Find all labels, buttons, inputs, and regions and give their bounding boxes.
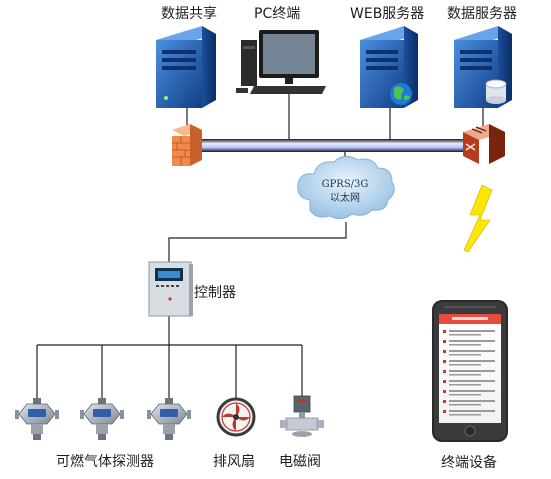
firewall-icon [172,124,202,166]
controller-label: 控制器 [194,285,236,301]
connection-lines [36,92,484,398]
pc-terminal-label: PC终端 [254,6,301,22]
network-bus [195,139,475,152]
wireless-lightning-icon [463,184,493,253]
solenoid-valve-label: 电磁阀 [279,454,321,470]
data-server-icon [454,26,512,108]
controller-icon [148,261,193,317]
cloud-label-line2: 以太网 [330,191,360,204]
data-server-label: 数据服务器 [447,6,517,22]
data-share-label: 数据共享 [161,6,217,22]
gas-detector-icon [80,398,124,440]
detectors-label: 可燃气体探测器 [56,454,154,470]
gas-detector-icon [15,398,59,440]
web-server-label: WEB服务器 [350,6,425,22]
solenoid-valve-icon [280,395,324,437]
web-server-icon [360,26,418,108]
exhaust-fan-icon [216,397,256,437]
exhaust-fan-label: 排风扇 [213,454,255,470]
pc-terminal-icon [236,30,326,94]
cloud-label-line1: GPRS/3G [322,179,369,190]
data-share-server-icon [156,26,216,108]
mobile-phone-icon [432,300,508,442]
mobile-device-label: 终端设备 [441,455,497,471]
network-cloud-icon: GPRS/3G 以太网 [297,156,395,220]
gas-detector-icon [147,398,191,440]
switch-icon [463,124,505,164]
